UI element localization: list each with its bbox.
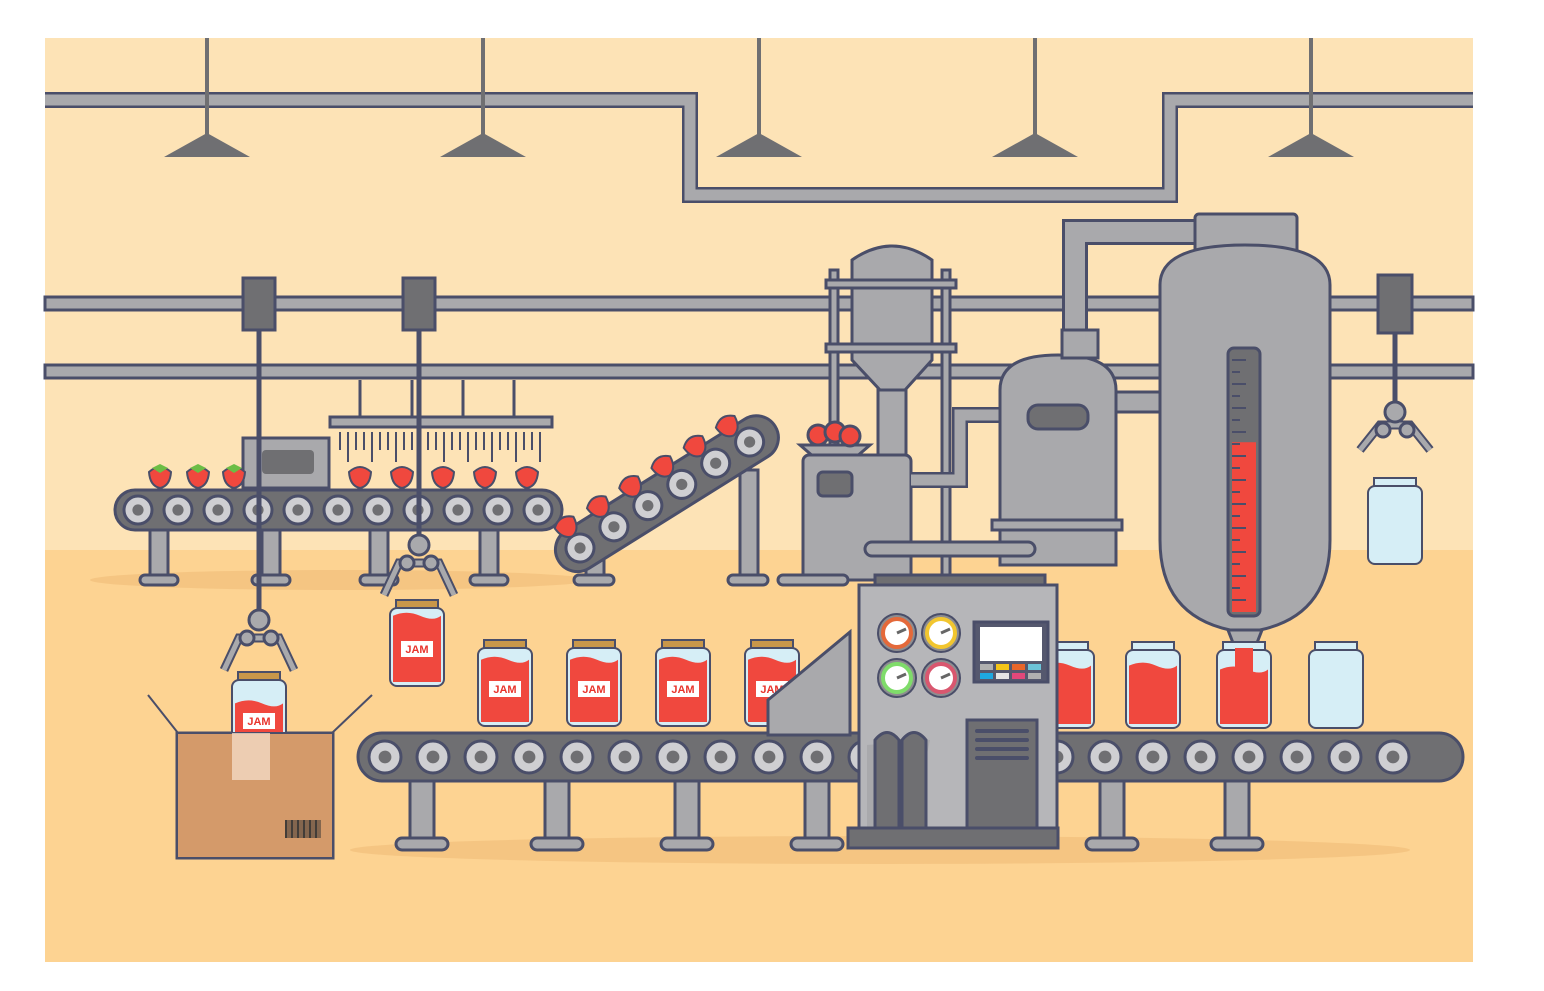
inclined-conveyor — [553, 414, 780, 587]
conveyor-leg — [543, 779, 571, 843]
strawberry-icon — [347, 466, 373, 490]
strawberry-icon — [472, 466, 498, 490]
control-panel-machine — [766, 573, 1060, 850]
lamp-icon — [1268, 133, 1354, 157]
lamp-icon — [164, 133, 250, 157]
jar-label — [576, 679, 612, 699]
panel-button — [1012, 673, 1025, 679]
jar-label — [665, 679, 701, 699]
claw — [219, 608, 299, 672]
jar: JAM — [389, 599, 445, 687]
jar — [1308, 641, 1364, 729]
panel-button — [1012, 664, 1025, 670]
strawberry-icon — [682, 434, 707, 458]
left-robotic-claws — [241, 276, 437, 615]
lamp-icon — [716, 133, 802, 157]
conveyor-leg — [803, 779, 831, 843]
jar-label-text: JAM — [671, 684, 694, 696]
conveyor-leg — [1223, 779, 1251, 843]
jar — [1125, 641, 1181, 729]
strawberry-icon — [714, 414, 739, 438]
tape — [232, 733, 270, 780]
jam-tank — [1158, 212, 1332, 650]
conveyor-leg — [673, 779, 701, 843]
ceiling-pipe — [45, 92, 1473, 203]
lamp-icon — [440, 133, 526, 157]
jar-label-text: JAM — [405, 644, 428, 656]
strawberry-icon — [585, 495, 610, 518]
jar: JAM — [566, 639, 622, 727]
jar: JAM — [655, 639, 711, 727]
jar-label — [487, 679, 523, 699]
jar: JAM — [477, 639, 533, 727]
lamp-icon — [992, 133, 1078, 157]
conveyor-leg — [408, 779, 436, 843]
jar-label — [399, 639, 435, 659]
wash-conveyor — [113, 380, 564, 587]
panel-button — [980, 673, 993, 679]
strawberry-icon — [430, 466, 456, 490]
panel-button — [996, 673, 1009, 679]
panel-button — [1028, 673, 1041, 679]
strawberry-icon — [553, 515, 578, 538]
jar-label-text: JAM — [582, 684, 605, 696]
panel-button — [980, 664, 993, 670]
strawberry-icon — [389, 466, 415, 490]
ceiling-lamps — [164, 38, 1354, 157]
strawberry-icon — [618, 475, 642, 498]
hopper-machine — [776, 219, 1200, 587]
conveyor-leg — [1098, 779, 1126, 843]
claw — [379, 533, 459, 597]
jar-label-text: JAM — [247, 716, 270, 728]
panel-button — [996, 664, 1009, 670]
jar-label — [241, 711, 277, 731]
panel-button — [1028, 664, 1041, 670]
right-robotic-claw — [1356, 273, 1434, 453]
strawberry-icon — [650, 454, 675, 478]
strawberry-icon — [514, 466, 540, 490]
jar — [1367, 477, 1423, 565]
jar-label-text: JAM — [493, 684, 516, 696]
